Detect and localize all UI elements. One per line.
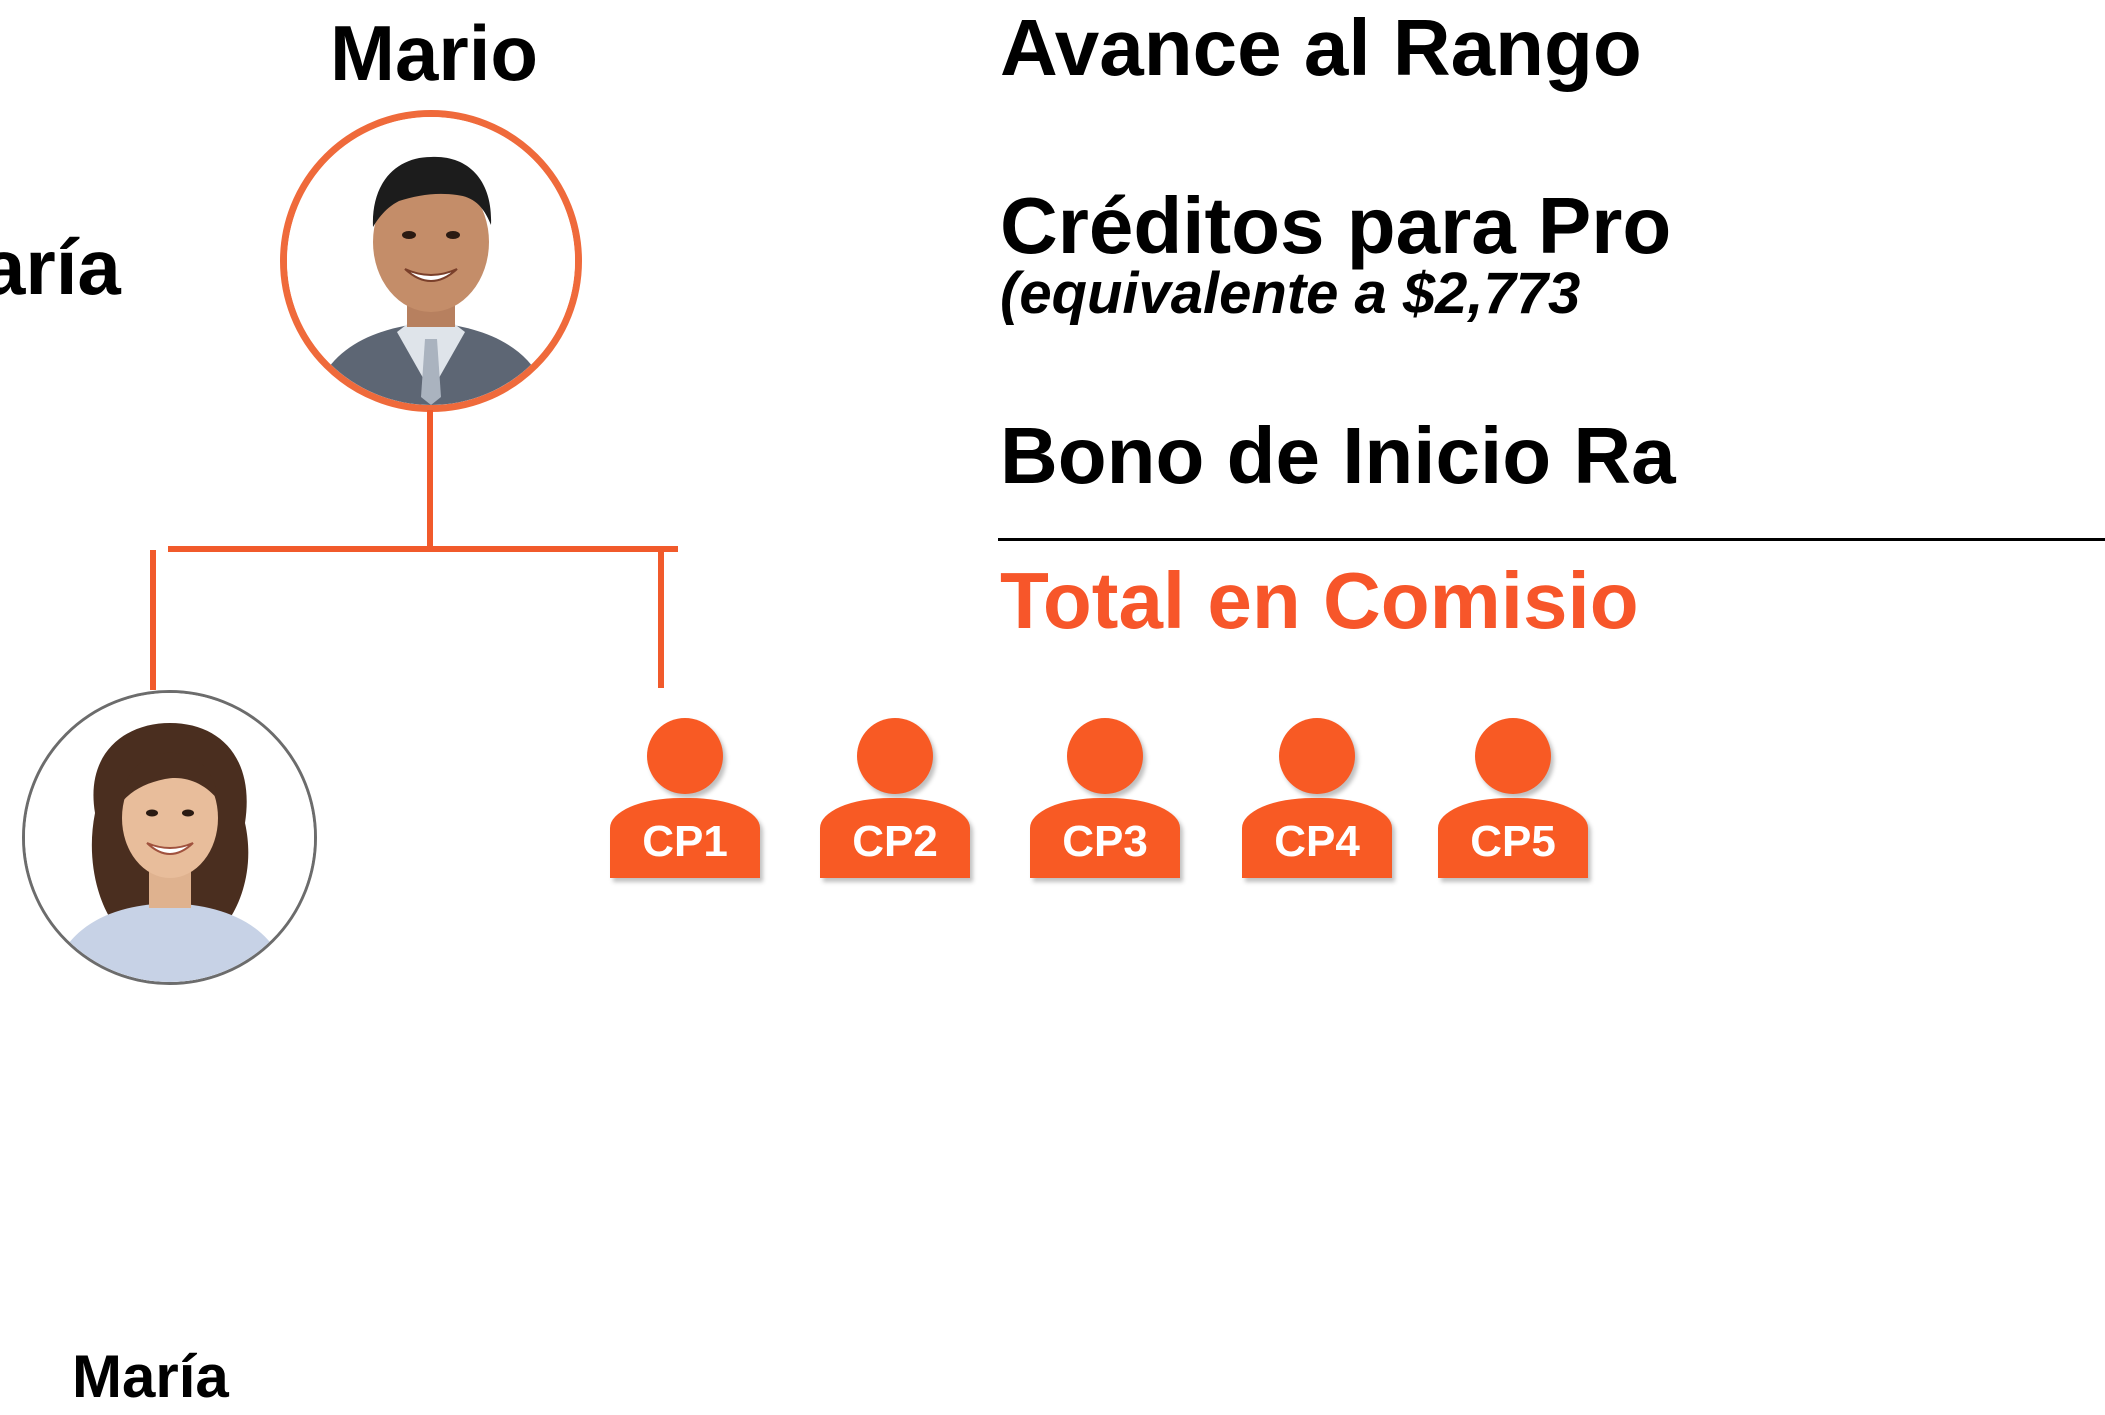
total-divider [998,538,2105,541]
customer-cp1: CP1 [610,718,760,878]
connector-right-drop [658,550,664,688]
partial-name-label: aría [0,223,121,311]
male-person-icon [287,117,575,405]
maria-name-label: María [72,1343,229,1410]
connector-horizontal [168,546,678,552]
start-bonus-label: Bono de Inicio Ra [1000,411,1676,500]
maria-avatar [22,690,317,985]
mario-avatar [280,110,582,412]
customer-cp5: CP5 [1438,718,1588,878]
product-credits-label: Créditos para Pro [1000,181,1672,270]
product-credits-note: (equivalente a $2,773 [1000,261,1581,326]
customer-person-icon [647,718,723,794]
customer-label: CP4 [1242,798,1392,878]
customer-person-icon [857,718,933,794]
customer-cp3: CP3 [1030,718,1180,878]
customer-cp2: CP2 [820,718,970,878]
customer-person-icon [1475,718,1551,794]
customer-label: CP1 [610,798,760,878]
customer-person-icon [1067,718,1143,794]
customer-person-icon [1279,718,1355,794]
female-person-icon [25,693,314,982]
connector-left-drop [150,550,156,690]
mario-name-label: Mario [330,9,539,97]
connector-vertical-main [427,410,433,550]
total-commissions-label: Total en Comisio [1000,556,1639,645]
customer-label: CP2 [820,798,970,878]
rank-advance-label: Avance al Rango [1000,3,1642,92]
customer-label: CP3 [1030,798,1180,878]
customer-label: CP5 [1438,798,1588,878]
customer-cp4: CP4 [1242,718,1392,878]
